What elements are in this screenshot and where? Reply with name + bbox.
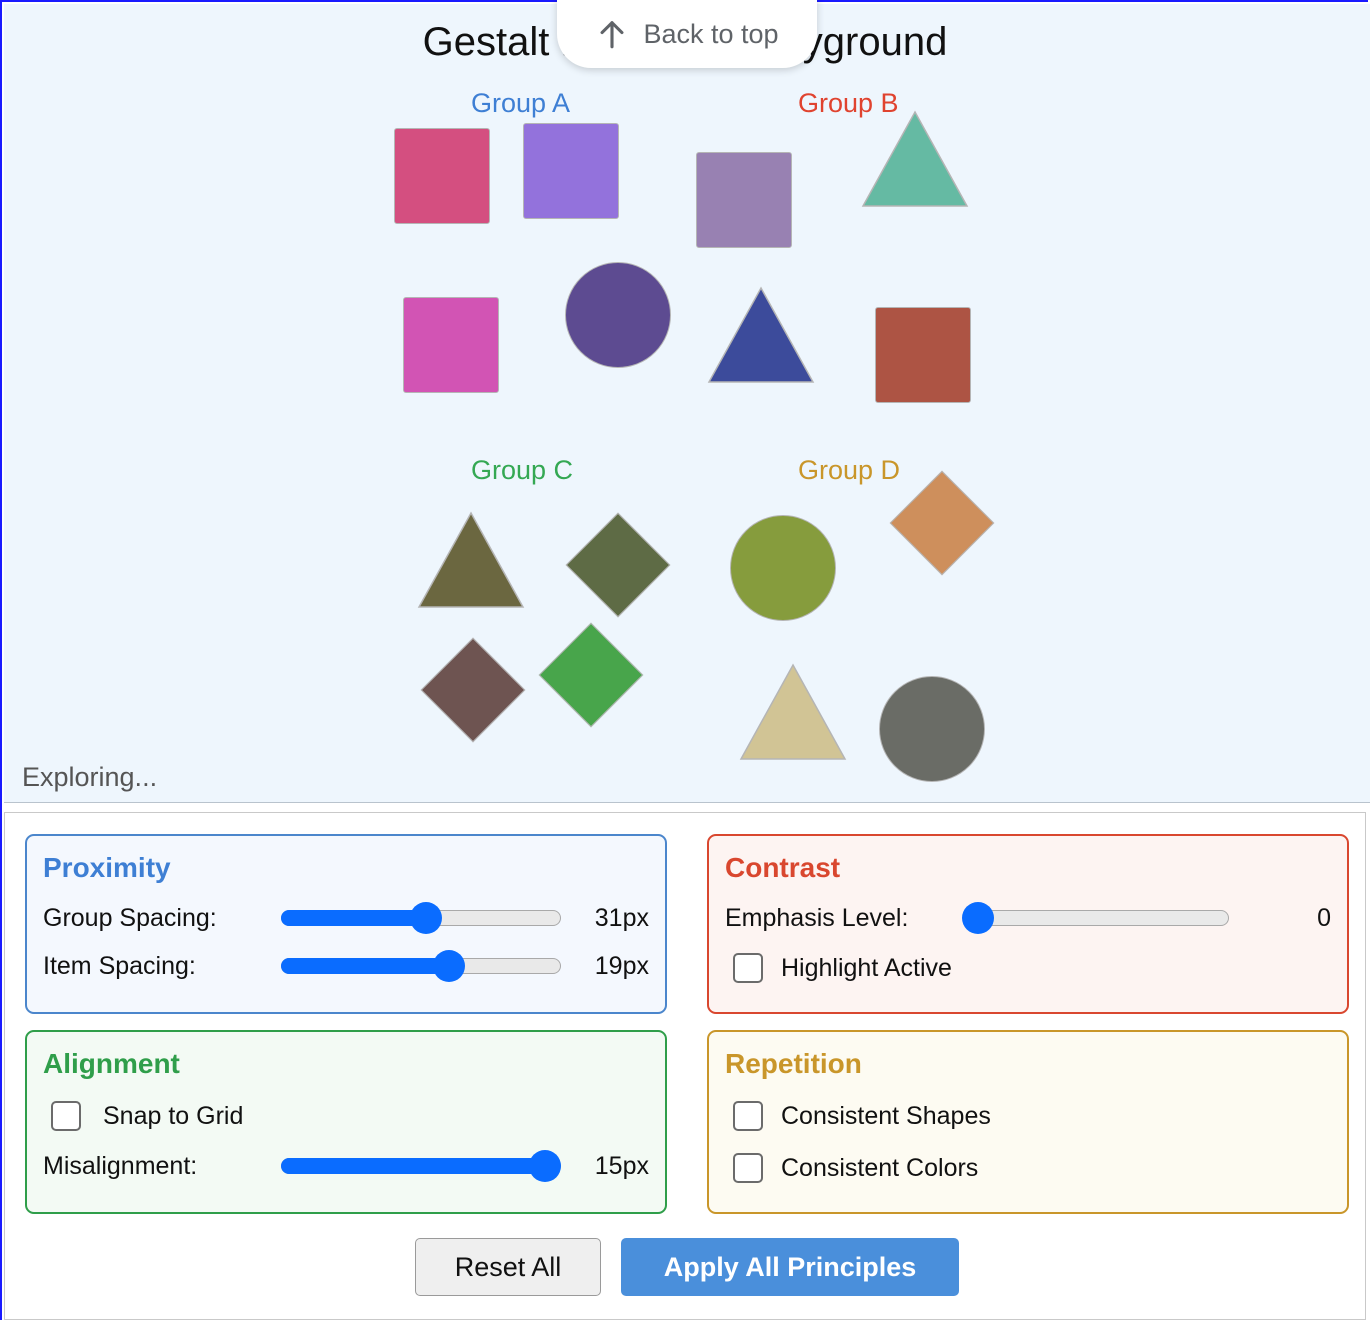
status-text: Exploring... <box>22 762 158 792</box>
item-spacing-row: Item Spacing: 19px <box>43 946 649 986</box>
consistent-colors-label: Consistent Colors <box>781 1153 979 1182</box>
group-d-diamond[interactable] <box>889 470 995 576</box>
highlight-active-box[interactable] <box>733 953 763 983</box>
apply-all-principles-button[interactable]: Apply All Principles <box>621 1238 959 1296</box>
misalignment-thumb[interactable] <box>529 1150 561 1182</box>
proximity-panel: Proximity Group Spacing: 31px Item Spaci… <box>25 834 667 1014</box>
group-a-square-2[interactable] <box>523 123 619 219</box>
emphasis-thumb[interactable] <box>962 902 994 934</box>
highlight-active-label: Highlight Active <box>781 953 952 982</box>
group-b-triangle-1[interactable] <box>861 110 969 208</box>
group-d-label: Group D <box>798 455 901 485</box>
group-a-label: Group A <box>471 88 571 118</box>
misalignment-slider[interactable] <box>281 1150 561 1182</box>
reset-all-button[interactable]: Reset All <box>415 1238 601 1296</box>
group-a-square-1[interactable] <box>394 128 490 224</box>
alignment-title: Alignment <box>43 1048 180 1079</box>
group-spacing-label: Group Spacing: <box>43 903 217 932</box>
proximity-title: Proximity <box>43 852 171 883</box>
group-c-diamond-3[interactable] <box>538 622 644 728</box>
group-d-circle-1[interactable] <box>730 515 836 621</box>
item-spacing-thumb[interactable] <box>433 950 465 982</box>
emphasis-value: 0 <box>1317 903 1331 932</box>
snap-to-grid-checkbox[interactable]: Snap to Grid <box>51 1096 649 1136</box>
consistent-colors-checkbox[interactable]: Consistent Colors <box>733 1148 1331 1188</box>
group-a-circle[interactable] <box>565 262 671 368</box>
group-c-label: Group C <box>471 455 574 485</box>
repetition-title: Repetition <box>725 1048 862 1079</box>
emphasis-slider[interactable] <box>962 902 1229 934</box>
highlight-active-checkbox[interactable]: Highlight Active <box>733 948 1331 988</box>
group-d-circle-2[interactable] <box>879 676 985 782</box>
alignment-panel: Alignment Snap to Grid Misalignment: 15p… <box>25 1030 667 1214</box>
group-c-triangle[interactable] <box>417 511 525 609</box>
emphasis-label: Emphasis Level: <box>725 903 909 932</box>
back-to-top-button[interactable]: Back to top <box>557 0 817 68</box>
group-c-diamond-2[interactable] <box>420 637 526 743</box>
contrast-title: Contrast <box>725 852 841 883</box>
consistent-shapes-box[interactable] <box>733 1101 763 1131</box>
misalignment-value: 15px <box>594 1151 649 1180</box>
group-b-triangle-2[interactable] <box>707 286 815 384</box>
group-b-square-1[interactable] <box>696 152 792 248</box>
misalignment-label: Misalignment: <box>43 1151 198 1180</box>
playground-canvas: Gestalt Principles Playground Group A Gr… <box>4 4 1370 803</box>
consistent-shapes-label: Consistent Shapes <box>781 1101 991 1130</box>
back-to-top-label: Back to top <box>643 18 779 49</box>
emphasis-row: Emphasis Level: 0 <box>725 898 1331 938</box>
group-c-diamond-1[interactable] <box>565 512 671 618</box>
group-b-label: Group B <box>798 88 899 118</box>
consistent-colors-box[interactable] <box>733 1153 763 1183</box>
misalignment-row: Misalignment: 15px <box>43 1146 649 1186</box>
contrast-panel: Contrast Emphasis Level: 0 Highlight Act… <box>707 834 1349 1014</box>
snap-to-grid-box[interactable] <box>51 1101 81 1131</box>
snap-to-grid-label: Snap to Grid <box>103 1101 244 1130</box>
item-spacing-label: Item Spacing: <box>43 951 196 980</box>
repetition-panel: Repetition Consistent Shapes Consistent … <box>707 1030 1349 1214</box>
group-b-square-2[interactable] <box>875 307 971 403</box>
arrow-up-icon <box>600 21 624 49</box>
group-d-triangle[interactable] <box>739 663 847 761</box>
group-a-square-3[interactable] <box>403 297 499 393</box>
item-spacing-slider[interactable] <box>281 950 561 982</box>
consistent-shapes-checkbox[interactable]: Consistent Shapes <box>733 1096 1331 1136</box>
group-spacing-thumb[interactable] <box>410 902 442 934</box>
group-spacing-row: Group Spacing: 31px <box>43 898 649 938</box>
group-spacing-value: 31px <box>594 903 649 932</box>
item-spacing-value: 19px <box>594 951 649 980</box>
group-spacing-slider[interactable] <box>281 902 561 934</box>
